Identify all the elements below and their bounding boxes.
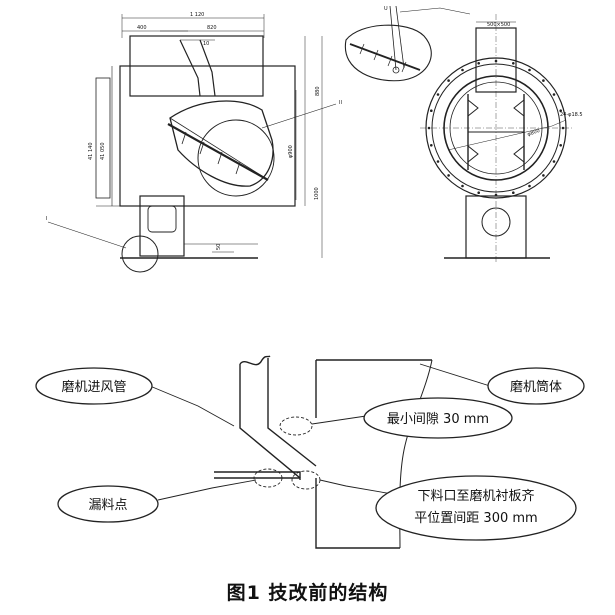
callout-bubbles [35, 367, 585, 541]
bolt-hole [436, 93, 440, 96]
bolt-hole [552, 160, 556, 163]
bolt-hole [477, 191, 481, 194]
marker-i: I [46, 216, 47, 222]
bolt-hole [430, 109, 433, 112]
callout-leak-point [57, 485, 159, 523]
bolt-hole [528, 184, 531, 188]
figure-caption: 图1 技改前的结构 [226, 582, 389, 604]
bolt-hole [494, 193, 498, 197]
marker-u: U [384, 6, 388, 12]
bolt-hole [528, 68, 531, 72]
dim-left-width: 400 [137, 25, 147, 31]
bolt-hole [447, 174, 450, 177]
bolt-hole [461, 68, 464, 72]
dim-right-diam: φ900 [288, 145, 294, 158]
callout-discharge [375, 475, 577, 541]
bolt-hole [552, 93, 556, 96]
bolt-hole [512, 62, 515, 65]
callout-barrel [487, 367, 585, 405]
dim-bottom-small: 50 [216, 244, 222, 250]
bolt-hole [512, 191, 515, 194]
callout-inlet-pipe [35, 367, 153, 405]
dim-right-b: 1000 [314, 187, 320, 200]
dim-side-left-b: 41 050 [100, 143, 106, 161]
label-leak-point: 漏料点 [88, 497, 127, 513]
bolt-hole [427, 126, 431, 130]
dim-right-view-top: 500×500 [487, 22, 510, 28]
detail-sketch [344, 5, 471, 82]
marker-ii: II [339, 100, 342, 106]
schematic-diagram [149, 355, 491, 549]
bolt-hole [436, 160, 440, 163]
bolt-hole [494, 59, 498, 63]
label-mill-barrel: 磨机筒体 [510, 379, 562, 395]
bolt-hole [430, 144, 433, 147]
bolt-hole [461, 184, 464, 188]
side-view-drawing [420, 14, 572, 262]
front-view-drawing [47, 14, 337, 273]
dim-mid-width: 820 [207, 25, 217, 31]
callout-min-gap [363, 397, 513, 439]
bolt-hole [542, 174, 545, 177]
bolt-hole [447, 79, 450, 82]
dim-overall-width: 1 120 [190, 12, 204, 18]
label-min-gap: 最小间隙 30 mm [387, 412, 489, 427]
dim-inner-diam: φ800 [527, 128, 541, 138]
bolt-hole [477, 62, 481, 65]
bolt-hole [561, 126, 565, 130]
bolt-hole [559, 109, 562, 112]
dim-right-a: 880 [315, 86, 321, 96]
dim-bolt-spec: 24-φ18.5 [560, 112, 583, 118]
bolt-hole [542, 79, 545, 82]
bolt-holes [427, 59, 565, 197]
label-mill-inlet-pipe: 磨机进风管 [61, 380, 126, 395]
label-discharge-line1: 下料口至磨机衬板齐 [417, 488, 534, 504]
bolt-hole [559, 144, 562, 147]
dim-side-left-a: 41 140 [88, 143, 94, 161]
label-discharge-line2: 平位置间距 300 mm [414, 511, 537, 526]
dim-small-top: 10 [203, 41, 209, 47]
